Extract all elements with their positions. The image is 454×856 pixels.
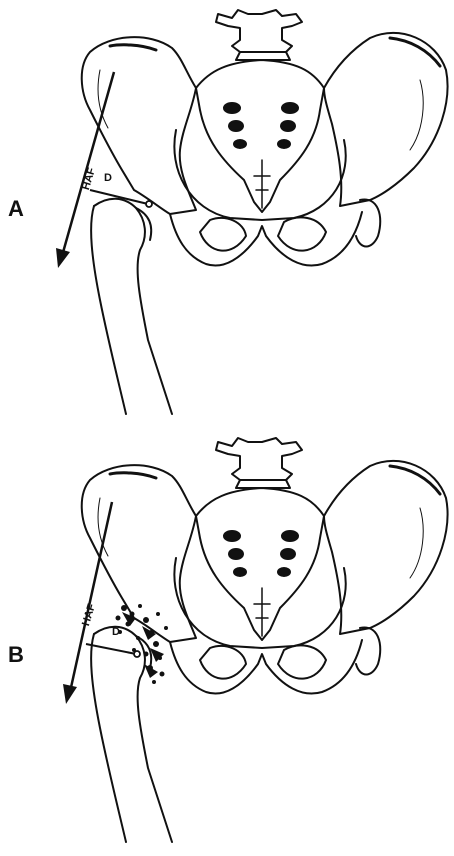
panel-letter-a: A	[8, 196, 24, 222]
panel-letter-b: B	[8, 642, 24, 668]
pelvis-diagram-panel-b: B HAF D	[0, 428, 454, 856]
pelvis-diagram-panel-a: A HAF D	[0, 0, 454, 428]
femur-a	[94, 199, 172, 414]
sacrum-b	[196, 488, 324, 640]
distance-label-b: D	[112, 626, 120, 638]
right-ilium-a	[324, 33, 448, 206]
pelvis-hip-drawing-b	[0, 428, 454, 856]
moment-arm-d-a	[90, 190, 152, 207]
vertebra-a	[216, 10, 302, 52]
right-ilium-b	[324, 461, 448, 634]
moment-arm-d-b	[86, 644, 140, 657]
pelvis-hip-drawing-a	[0, 0, 454, 428]
sacrum-a	[196, 60, 324, 212]
left-ilium-b	[82, 465, 196, 642]
vertebra-b	[216, 438, 302, 480]
distance-label-a: D	[104, 172, 112, 184]
